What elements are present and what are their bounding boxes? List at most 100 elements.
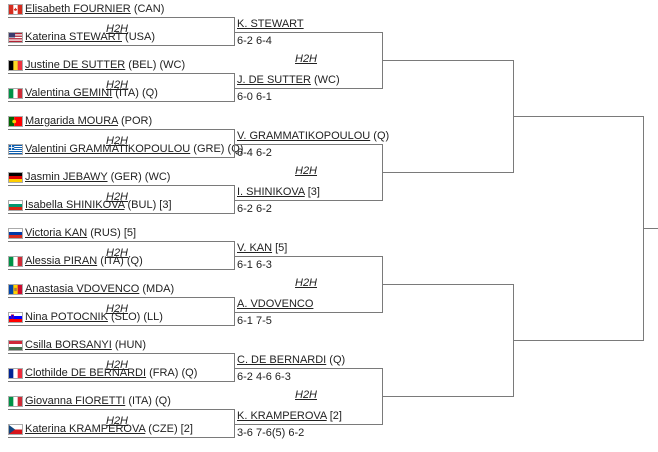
h2h-link[interactable]: H2H <box>106 79 129 91</box>
round2-line <box>235 144 383 145</box>
round1-line <box>8 297 235 298</box>
round1-line <box>8 437 235 438</box>
round2-entry: K. STEWART <box>237 18 304 31</box>
round1-match-connector <box>234 409 235 438</box>
h2h-link[interactable]: H2H <box>295 277 318 289</box>
player-entry: Elisabeth FOURNIER (CAN) <box>25 3 164 16</box>
player-seed: (WC) <box>310 74 340 86</box>
round2-entry: V. GRAMMATIKOPOULOU (Q) <box>237 130 389 143</box>
player-entry: Clothilde DE BERNARDI (FRA) (Q) <box>25 367 197 380</box>
player-name-link[interactable]: Katerina STEWART <box>25 31 122 43</box>
player-name-link[interactable]: V. GRAMMATIKOPOULOU <box>237 130 371 142</box>
round3-match-connector <box>513 60 514 173</box>
flag-gre-icon <box>8 144 23 155</box>
match-score: 6-0 6-1 <box>237 91 272 103</box>
round1-line <box>8 45 235 46</box>
player-name-link[interactable]: Valentina GEMINI <box>25 87 113 99</box>
player-country-seed: (HUN) <box>111 339 147 351</box>
round4-empty-slot-line <box>514 116 644 117</box>
h2h-link[interactable]: H2H <box>106 247 129 259</box>
player-entry: Katerina KRAMPEROVA (CZE) [2] <box>25 423 193 436</box>
player-entry: Isabella SHINIKOVA (BUL) [3] <box>25 199 172 212</box>
player-country-seed: (USA) <box>122 31 155 43</box>
player-entry: Nina POTOCNIK (SLO) (LL) <box>25 311 163 324</box>
round1-line <box>8 325 235 326</box>
h2h-link[interactable]: H2H <box>106 23 129 35</box>
player-name-link[interactable]: Justine DE SUTTER <box>25 59 126 71</box>
match-score: 6-2 4-6 6-3 <box>237 371 291 383</box>
round2-entry: A. VDOVENCO <box>237 298 313 311</box>
player-name-link[interactable]: Valentini GRAMMATIKOPOULOU <box>25 143 191 155</box>
player-name-link[interactable]: V. KAN <box>237 242 273 254</box>
player-entry: Alessia PIRAN (ITA) (Q) <box>25 255 143 268</box>
flag-bul-icon <box>8 200 23 211</box>
player-entry: Giovanna FIORETTI (ITA) (Q) <box>25 395 171 408</box>
h2h-link[interactable]: H2H <box>106 415 129 427</box>
h2h-link[interactable]: H2H <box>295 165 318 177</box>
player-name-link[interactable]: C. DE BERNARDI <box>237 354 327 366</box>
player-country-seed: (FRA) (Q) <box>146 367 198 379</box>
round1-match-connector <box>234 185 235 214</box>
round4-empty-slot-line <box>514 340 644 341</box>
h2h-link[interactable]: H2H <box>295 53 318 65</box>
player-country-seed: (ITA) (Q) <box>97 255 143 267</box>
round2-entry: K. KRAMPEROVA [2] <box>237 410 342 423</box>
final-match-connector <box>643 116 644 341</box>
player-country-seed: (BUL) [3] <box>124 199 172 211</box>
round1-match-connector <box>234 129 235 158</box>
match-score: 3-6 7-6(5) 6-2 <box>237 427 305 439</box>
round1-line <box>8 157 235 158</box>
player-name-link[interactable]: K. STEWART <box>237 18 304 30</box>
round1-match-connector <box>234 241 235 270</box>
h2h-link[interactable]: H2H <box>106 135 129 147</box>
player-country-seed: (CAN) <box>130 3 165 15</box>
player-country-seed: (ITA) (Q) <box>125 395 171 407</box>
flag-ita-icon <box>8 88 23 99</box>
player-name-link[interactable]: A. VDOVENCO <box>237 298 314 310</box>
flag-por-icon <box>8 116 23 127</box>
player-country-seed: (MDA) <box>139 283 175 295</box>
player-name-link[interactable]: Csilla BORSANYI <box>25 339 112 351</box>
player-name-link[interactable]: Isabella SHINIKOVA <box>25 199 125 211</box>
player-entry: Victoria KAN (RUS) [5] <box>25 227 136 240</box>
player-country-seed: (GER) (WC) <box>107 171 171 183</box>
player-name-link[interactable]: Nina POTOCNIK <box>25 311 108 323</box>
round1-line <box>8 129 235 130</box>
round2-match-connector <box>382 256 383 313</box>
player-name-link[interactable]: Jasmin JEBAWY <box>25 171 108 183</box>
match-score: 6-1 7-5 <box>237 315 272 327</box>
player-name-link[interactable]: Anastasia VDOVENCO <box>25 283 140 295</box>
h2h-link[interactable]: H2H <box>106 359 129 371</box>
player-name-link[interactable]: Katerina KRAMPEROVA <box>25 423 146 435</box>
player-seed: (Q) <box>370 130 390 142</box>
flag-cze-icon <box>8 424 23 435</box>
match-score: 6-1 6-3 <box>237 259 272 271</box>
player-name-link[interactable]: J. DE SUTTER <box>237 74 311 86</box>
player-name-link[interactable]: Clothilde DE BERNARDI <box>25 367 147 379</box>
flag-usa-icon <box>8 32 23 43</box>
player-name-link[interactable]: Victoria KAN <box>25 227 88 239</box>
flag-mda-icon <box>8 284 23 295</box>
player-name-link[interactable]: Elisabeth FOURNIER <box>25 3 131 15</box>
round1-line <box>8 185 235 186</box>
round3-empty-slot-line <box>383 60 514 61</box>
player-name-link[interactable]: Margarida MOURA <box>25 115 118 127</box>
player-entry: Jasmin JEBAWY (GER) (WC) <box>25 171 170 184</box>
h2h-link[interactable]: H2H <box>106 303 129 315</box>
round1-line <box>8 409 235 410</box>
player-entry: Anastasia VDOVENCO (MDA) <box>25 283 174 296</box>
round2-match-connector <box>382 32 383 89</box>
round1-line <box>8 17 235 18</box>
flag-bel-icon <box>8 60 23 71</box>
round2-match-connector <box>382 368 383 425</box>
player-name-link[interactable]: I. SHINIKOVA <box>237 186 305 198</box>
player-name-link[interactable]: Giovanna FIORETTI <box>25 395 126 407</box>
player-name-link[interactable]: K. KRAMPEROVA <box>237 410 327 422</box>
player-country-seed: (ITA) (Q) <box>112 87 158 99</box>
player-seed: (Q) <box>326 354 346 366</box>
h2h-link[interactable]: H2H <box>295 389 318 401</box>
round1-line <box>8 73 235 74</box>
player-country-seed: (POR) <box>117 115 153 127</box>
player-name-link[interactable]: Alessia PIRAN <box>25 255 98 267</box>
h2h-link[interactable]: H2H <box>106 191 129 203</box>
